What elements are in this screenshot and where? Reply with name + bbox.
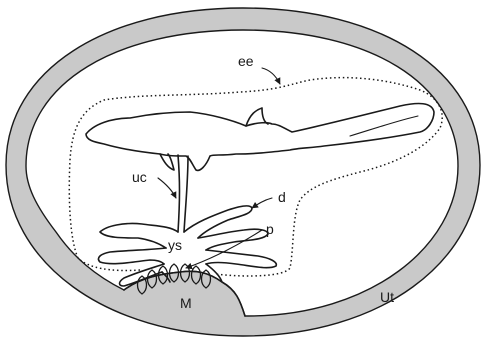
embryo-shark [86, 104, 434, 171]
umbilical-cord-inner [184, 156, 188, 232]
label-ut: Ut [380, 289, 394, 305]
label-p: p [266, 221, 274, 237]
label-d: d [278, 189, 286, 205]
umbilical-cord [178, 155, 180, 232]
arrow-uc [158, 178, 176, 198]
label-uc: uc [132, 169, 147, 185]
arrow-ee [262, 68, 280, 84]
egg-envelope [69, 78, 442, 276]
arrow-d [252, 198, 272, 208]
label-m: M [180, 295, 192, 311]
tail-line [350, 116, 418, 136]
label-ee: ee [238, 53, 254, 69]
label-ys: ys [168, 237, 182, 253]
